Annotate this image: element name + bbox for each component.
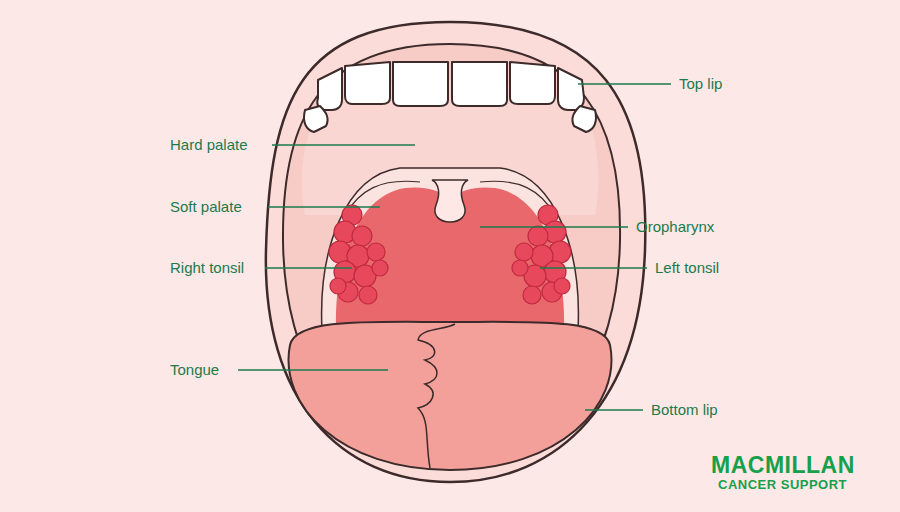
part-label: Hard palate xyxy=(170,136,248,154)
teeth xyxy=(304,62,596,132)
part-label: Left tonsil xyxy=(655,259,719,277)
tongue-groove xyxy=(418,324,455,468)
brand-tagline: CANCER SUPPORT xyxy=(718,477,847,492)
part-label: Oropharynx xyxy=(636,218,714,236)
part-label: Tongue xyxy=(170,361,219,379)
part-label: Soft palate xyxy=(170,198,242,216)
part-label: Top lip xyxy=(679,75,722,93)
soft-palate xyxy=(322,168,579,330)
right-tonsil xyxy=(329,205,388,304)
leader-lines xyxy=(238,84,671,410)
part-label: Bottom lip xyxy=(651,401,718,419)
left-tonsil xyxy=(512,205,571,304)
lips xyxy=(266,22,645,482)
tongue xyxy=(289,322,612,470)
uvula xyxy=(432,180,468,222)
brand-logo: MACMILLAN xyxy=(711,452,855,478)
part-label: Right tonsil xyxy=(170,259,244,277)
